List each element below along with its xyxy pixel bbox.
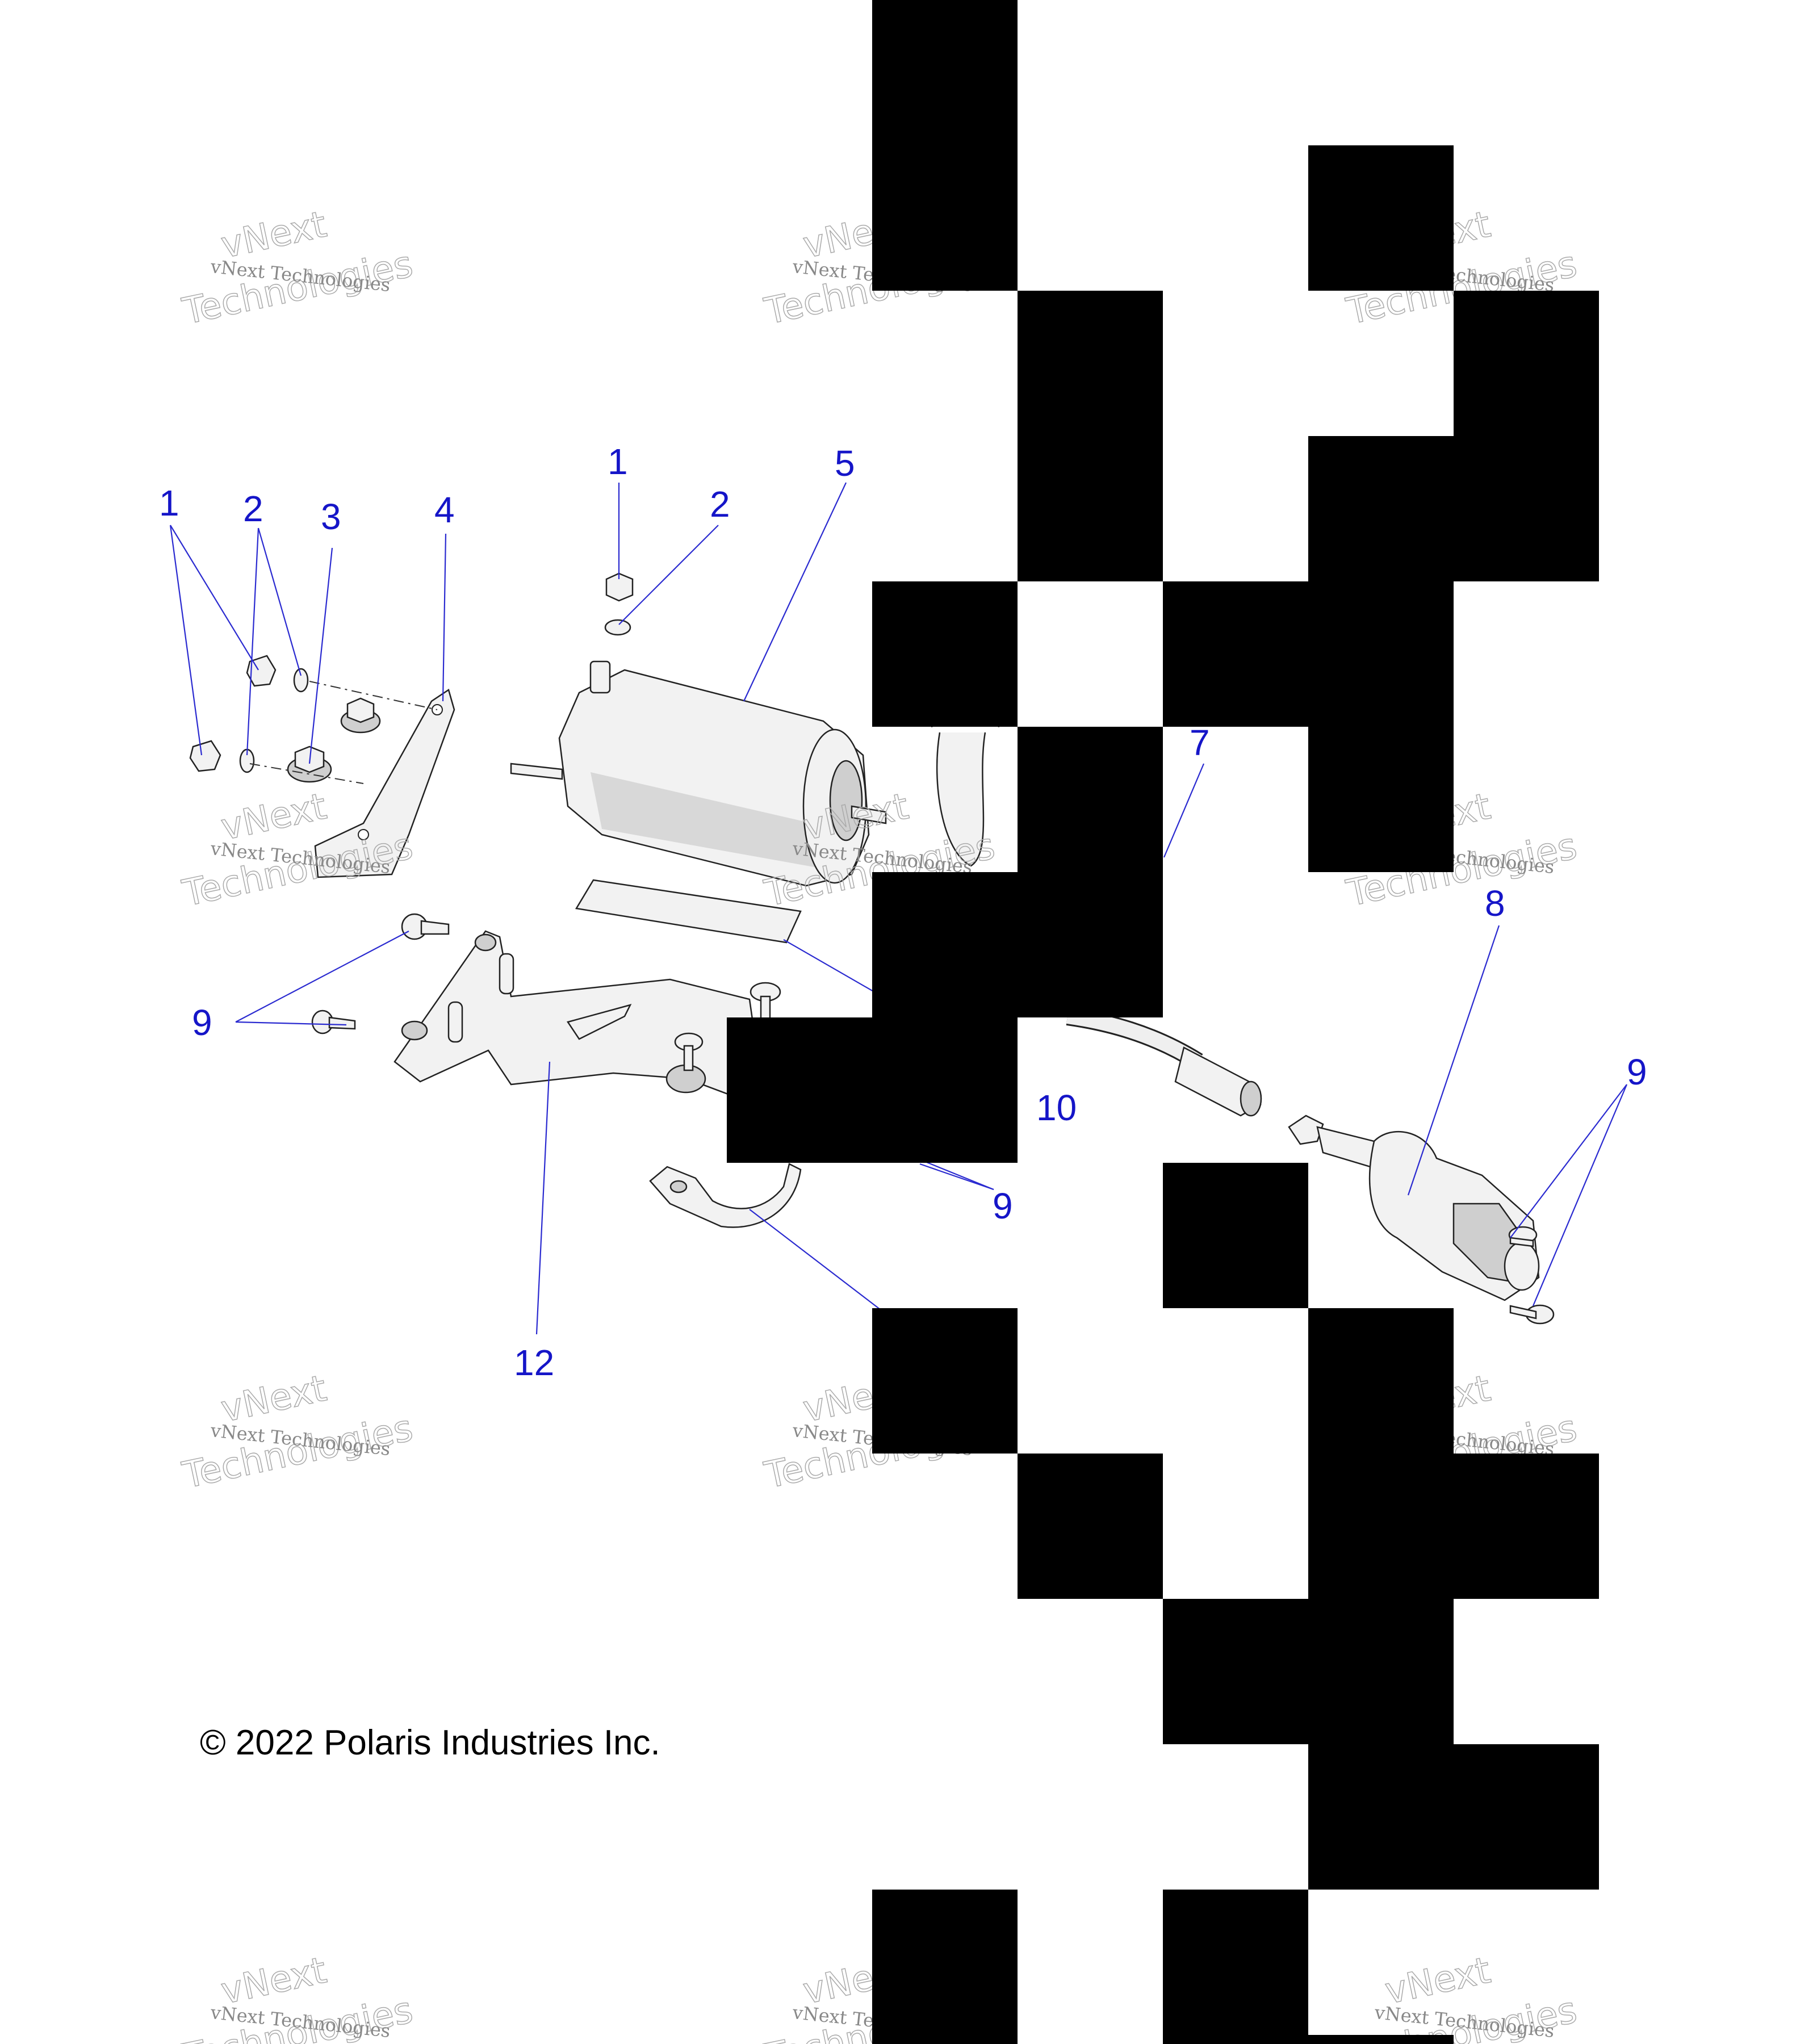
callout-1: 1 [159,483,179,523]
callout-10: 10 [1036,1087,1077,1128]
watermark-outline-vnext: vNext [217,786,330,849]
bracket-part-4 [314,689,455,878]
lower-clamp [649,1163,802,1228]
screw-part-9-d [674,1032,704,1071]
washer-part-2-upper [293,668,309,693]
callout-12: 12 [514,1342,554,1383]
washer-part-2-motor [604,619,631,636]
cable-part-10 [1066,1007,1262,1117]
callout-1-motor: 1 [608,441,628,482]
callout-9-left: 9 [192,1002,212,1043]
screw-part-9-b [311,1010,356,1034]
callout-3: 3 [321,496,341,537]
redaction-blocks [727,0,1599,2044]
callout-7: 7 [1190,722,1210,763]
starter-motor-part-5 [510,660,887,887]
watermark-outline-vnext: vNext [217,1950,330,2013]
main-bracket-part-12 [393,930,762,1097]
screw-part-9-c [750,982,781,1023]
screw-part-9-a [401,913,450,940]
callout-9-center: 9 [993,1186,1013,1226]
watermark-outline-vnext: vNext [1381,1950,1494,2013]
callout-9-right: 9 [1627,1052,1647,1092]
rubber-pad [575,879,802,944]
assembly-line-lower [249,763,364,784]
starter-drive-part-8 [1288,1115,1555,1325]
copyright-text: © 2022 Polaris Industries Inc. [200,1723,660,1762]
flange-nut-part-3 [287,745,332,783]
nut-part-1-lower [189,740,221,772]
callouts: 1 2 3 4 1 2 5 7 8 9 9 9 10 12 [159,441,1647,1383]
flange-nut-on-bracket [340,697,381,734]
watermark-outline-vnext: vNext [217,204,330,267]
callout-4: 4 [434,489,455,530]
callout-2-motor: 2 [710,484,730,525]
callout-5: 5 [835,443,855,484]
callout-2: 2 [243,488,263,529]
assembly-line-upper [309,681,438,710]
watermark-outline-vnext: vNext [217,1368,330,1431]
callout-8: 8 [1485,883,1505,924]
